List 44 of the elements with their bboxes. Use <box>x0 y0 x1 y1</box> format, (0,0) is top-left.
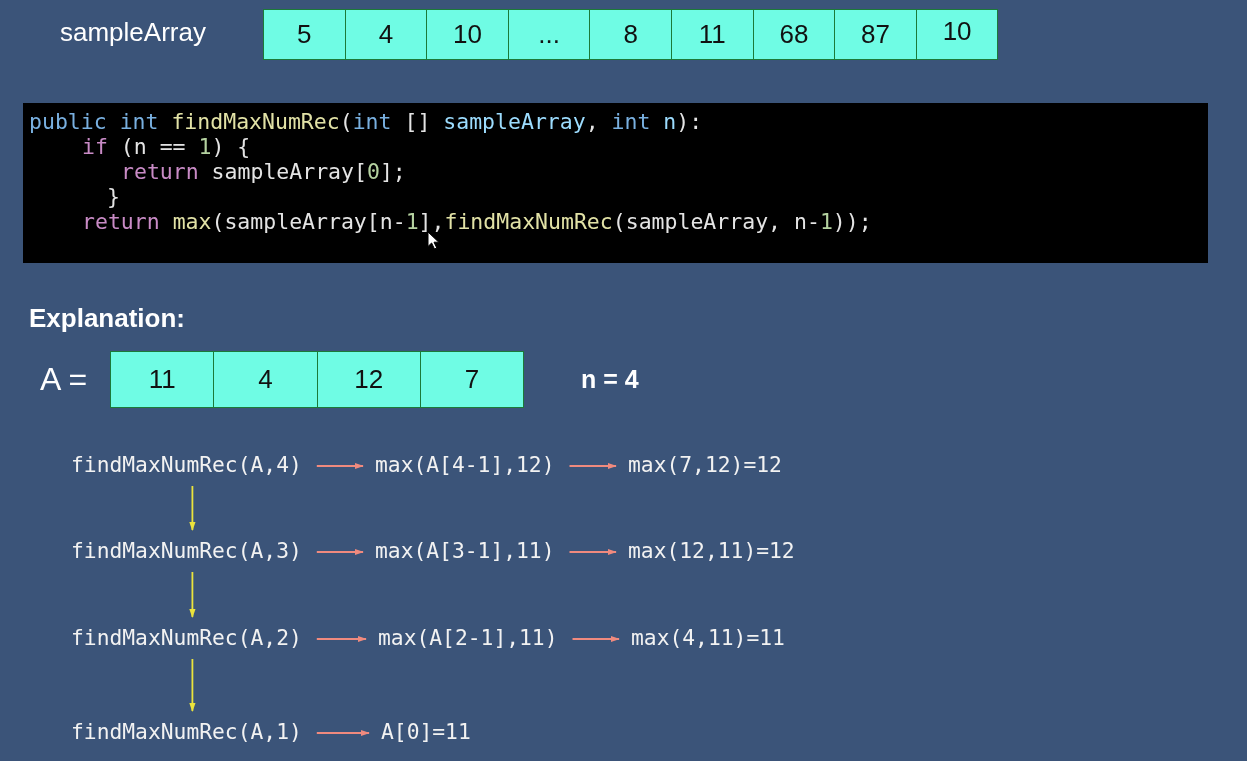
parameter-label: n = 4 <box>581 364 639 394</box>
arrow <box>571 635 620 643</box>
code-line: if (n == 1) { <box>82 133 251 159</box>
array-cell: 8 <box>589 9 672 60</box>
code-line: public int findMaxNumRec(int [] sampleArray, int n): <box>29 108 703 134</box>
function-call: findMaxNumRec(A,2) <box>71 625 302 651</box>
section-heading: Explanation: <box>29 302 185 334</box>
function-call: findMaxNumRec(A,3) <box>71 538 302 564</box>
arrow <box>189 658 196 712</box>
result-expression: max(7,12)=12 <box>628 452 782 478</box>
max-expression: max(A[3-1],11) <box>375 538 555 564</box>
array-label: sampleArray <box>60 16 206 48</box>
arrow <box>315 548 364 556</box>
max-expression: max(A[4-1],12) <box>375 452 555 478</box>
array-cell: 87 <box>834 9 917 60</box>
result-expression: A[0]=11 <box>381 719 471 745</box>
code-block <box>23 103 1208 263</box>
result-expression: max(4,11)=11 <box>631 625 785 651</box>
array-cell: 10 <box>426 9 509 60</box>
function-call: findMaxNumRec(A,1) <box>71 719 302 745</box>
array-cell: 4 <box>213 351 318 408</box>
code-line: } <box>107 183 120 209</box>
array-cell: 11 <box>110 351 215 408</box>
arrow <box>315 729 370 737</box>
array-cell: 5 <box>263 9 346 60</box>
array-cell: 68 <box>752 9 836 60</box>
array-cell: 11 <box>671 9 754 60</box>
arrow <box>568 462 617 470</box>
arrow <box>189 571 196 618</box>
arrow <box>568 548 617 556</box>
code-line: return max(sampleArray[n-1],findMaxNumRec(sampleArray, n-1)); <box>82 208 872 234</box>
array-cell: ... <box>507 9 591 60</box>
variable-label: A = <box>40 360 88 398</box>
array-cell: 7 <box>419 351 525 408</box>
result-expression: max(12,11)=12 <box>628 538 795 564</box>
code-line: return sampleArray[0]; <box>121 158 406 184</box>
array-cell: 10 <box>915 9 999 60</box>
arrow <box>189 485 196 531</box>
array-cell: 12 <box>316 351 421 408</box>
arrow <box>315 462 364 470</box>
arrow <box>315 635 367 643</box>
max-expression: max(A[2-1],11) <box>378 625 558 651</box>
array-cell: 4 <box>344 9 428 60</box>
function-call: findMaxNumRec(A,4) <box>71 452 302 478</box>
